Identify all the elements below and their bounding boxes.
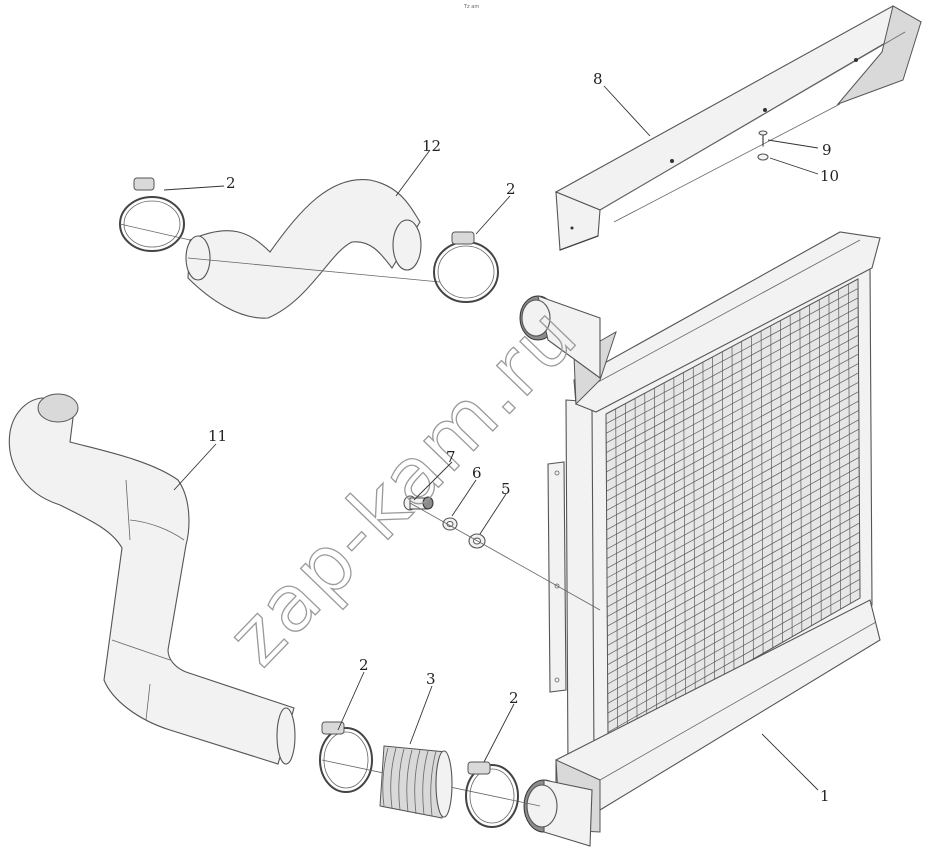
bolt-part-9	[758, 130, 768, 147]
hose-clamp-part-2-upper-left	[119, 177, 191, 252]
callout-1: 1	[820, 787, 830, 805]
callout-12: 12	[422, 137, 441, 155]
callout-3: 3	[426, 670, 436, 688]
hose-clamp-part-2-lower-right	[465, 761, 519, 828]
hose-clamp-part-2-upper-right	[433, 231, 499, 303]
bolt-part-7	[403, 495, 434, 511]
top-shroud-part-8	[554, 5, 923, 251]
callout-2-upper-left: 2	[226, 174, 236, 192]
callout-11: 11	[208, 427, 227, 445]
corrugated-connector-part-3	[379, 745, 453, 819]
callout-6: 6	[472, 464, 482, 482]
leader-lines	[163, 85, 819, 791]
callout-9: 9	[822, 141, 832, 159]
washer-part-10	[757, 153, 769, 161]
callout-labels: 8 9 10 12 2 2 11 7 6 5 2 3 2 1	[208, 70, 839, 805]
lower-pipe-part-11	[8, 393, 296, 765]
watermark: zap-kam.ru	[211, 290, 595, 684]
callout-2-lower-left: 2	[359, 656, 369, 674]
header-mark: Tz am	[463, 4, 479, 10]
callout-5: 5	[501, 480, 511, 498]
callout-10: 10	[820, 167, 839, 185]
charge-air-cooler-part-1	[519, 231, 881, 847]
hose-clamp-part-2-lower-left	[319, 721, 541, 807]
callout-7: 7	[446, 448, 456, 466]
callout-2-lower-right: 2	[509, 689, 519, 707]
upper-hose-part-12	[185, 179, 441, 319]
assembly-axis-line	[409, 502, 601, 611]
callout-8: 8	[593, 70, 603, 88]
callout-2-upper-right: 2	[506, 180, 516, 198]
